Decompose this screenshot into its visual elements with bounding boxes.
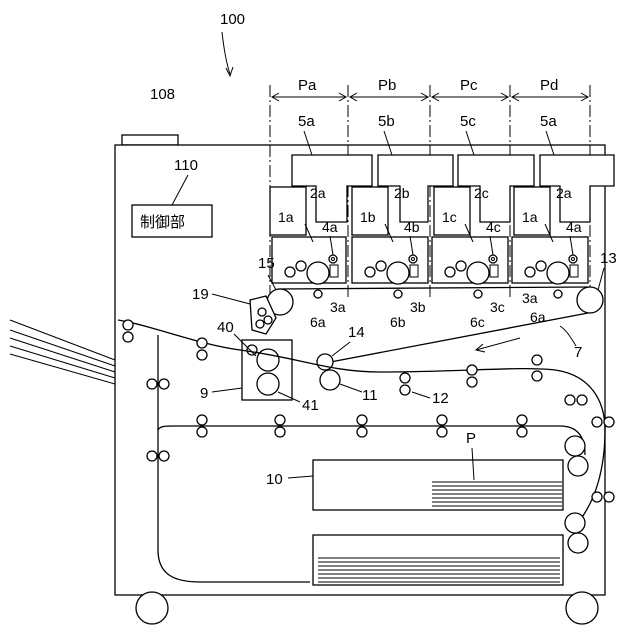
charger-label-c: 4c: [486, 219, 501, 235]
laser-label-a: 2a: [310, 185, 326, 201]
span-label-d: Pd: [540, 77, 558, 94]
apparatus-leader: [222, 32, 230, 74]
drum-c: [467, 262, 489, 284]
cartridge-label-a: 1a: [278, 209, 294, 225]
fixing-unit-label: 9: [200, 385, 208, 402]
drum-label-a: 3a: [330, 299, 346, 315]
cartridge-label-b: 1b: [360, 209, 376, 225]
charger-label-a: 4a: [322, 219, 338, 235]
belt-label: 7: [574, 344, 582, 361]
foot-left: [136, 592, 168, 624]
drum-d: [547, 262, 569, 284]
fixing-upper-roller: [257, 349, 279, 371]
tension-roller-label: 15: [258, 255, 275, 272]
cassette-label: 10: [266, 471, 283, 488]
span-label-c: Pc: [460, 77, 478, 94]
apparatus-label: 100: [220, 11, 245, 28]
drive-roller: [577, 287, 603, 313]
drum-a: [307, 262, 329, 284]
registration-roller-1: [400, 373, 410, 383]
paper-stack-lower: [318, 558, 560, 582]
unit-label-b: 5b: [378, 113, 395, 130]
fixing-lower-label: 41: [302, 397, 319, 414]
secondary-roller-label: 11: [362, 387, 378, 404]
drum-label-d: 3a: [522, 290, 538, 306]
drum-label-c: 3c: [490, 299, 505, 315]
idler-roller-label: 14: [348, 324, 365, 341]
cleaner-label: 19: [192, 286, 209, 303]
top-part: [122, 135, 178, 145]
span-label-b: Pb: [378, 77, 396, 94]
fixing-lower-roller: [257, 373, 279, 395]
charger-label-d: 4a: [566, 219, 582, 235]
paper-label: P: [466, 430, 476, 447]
foot-right: [566, 592, 598, 624]
laser-label-c: 2c: [474, 185, 489, 201]
paper-stack-upper: [432, 482, 562, 506]
registration-roller-2: [400, 385, 410, 395]
charger-label-b: 4b: [404, 219, 420, 235]
laser-label-d: 2a: [556, 185, 572, 201]
drive-roller-label: 13: [600, 250, 617, 267]
cartridge-label-c: 1c: [442, 209, 457, 225]
roller-label-c: 6c: [470, 314, 485, 330]
top-part-label: 108: [150, 86, 175, 103]
fixing-upper-label: 40: [217, 319, 234, 336]
unit-label-d: 5a: [540, 113, 557, 130]
registration-label: 12: [432, 390, 449, 407]
controller-text: 制御部: [140, 214, 185, 231]
span-label-a: Pa: [298, 77, 317, 94]
cartridge-label-d: 1a: [522, 209, 538, 225]
controller-ref-label: 110: [174, 157, 198, 174]
drum-b: [387, 262, 409, 284]
drum-label-b: 3b: [410, 299, 426, 315]
unit-label-a: 5a: [298, 113, 315, 130]
unit-label-c: 5c: [460, 113, 476, 130]
roller-label-b: 6b: [390, 314, 406, 330]
laser-label-b: 2b: [394, 185, 410, 201]
manual-feed-tray: [10, 320, 115, 384]
secondary-transfer-roller: [320, 370, 340, 390]
roller-label-a: 6a: [310, 314, 326, 330]
